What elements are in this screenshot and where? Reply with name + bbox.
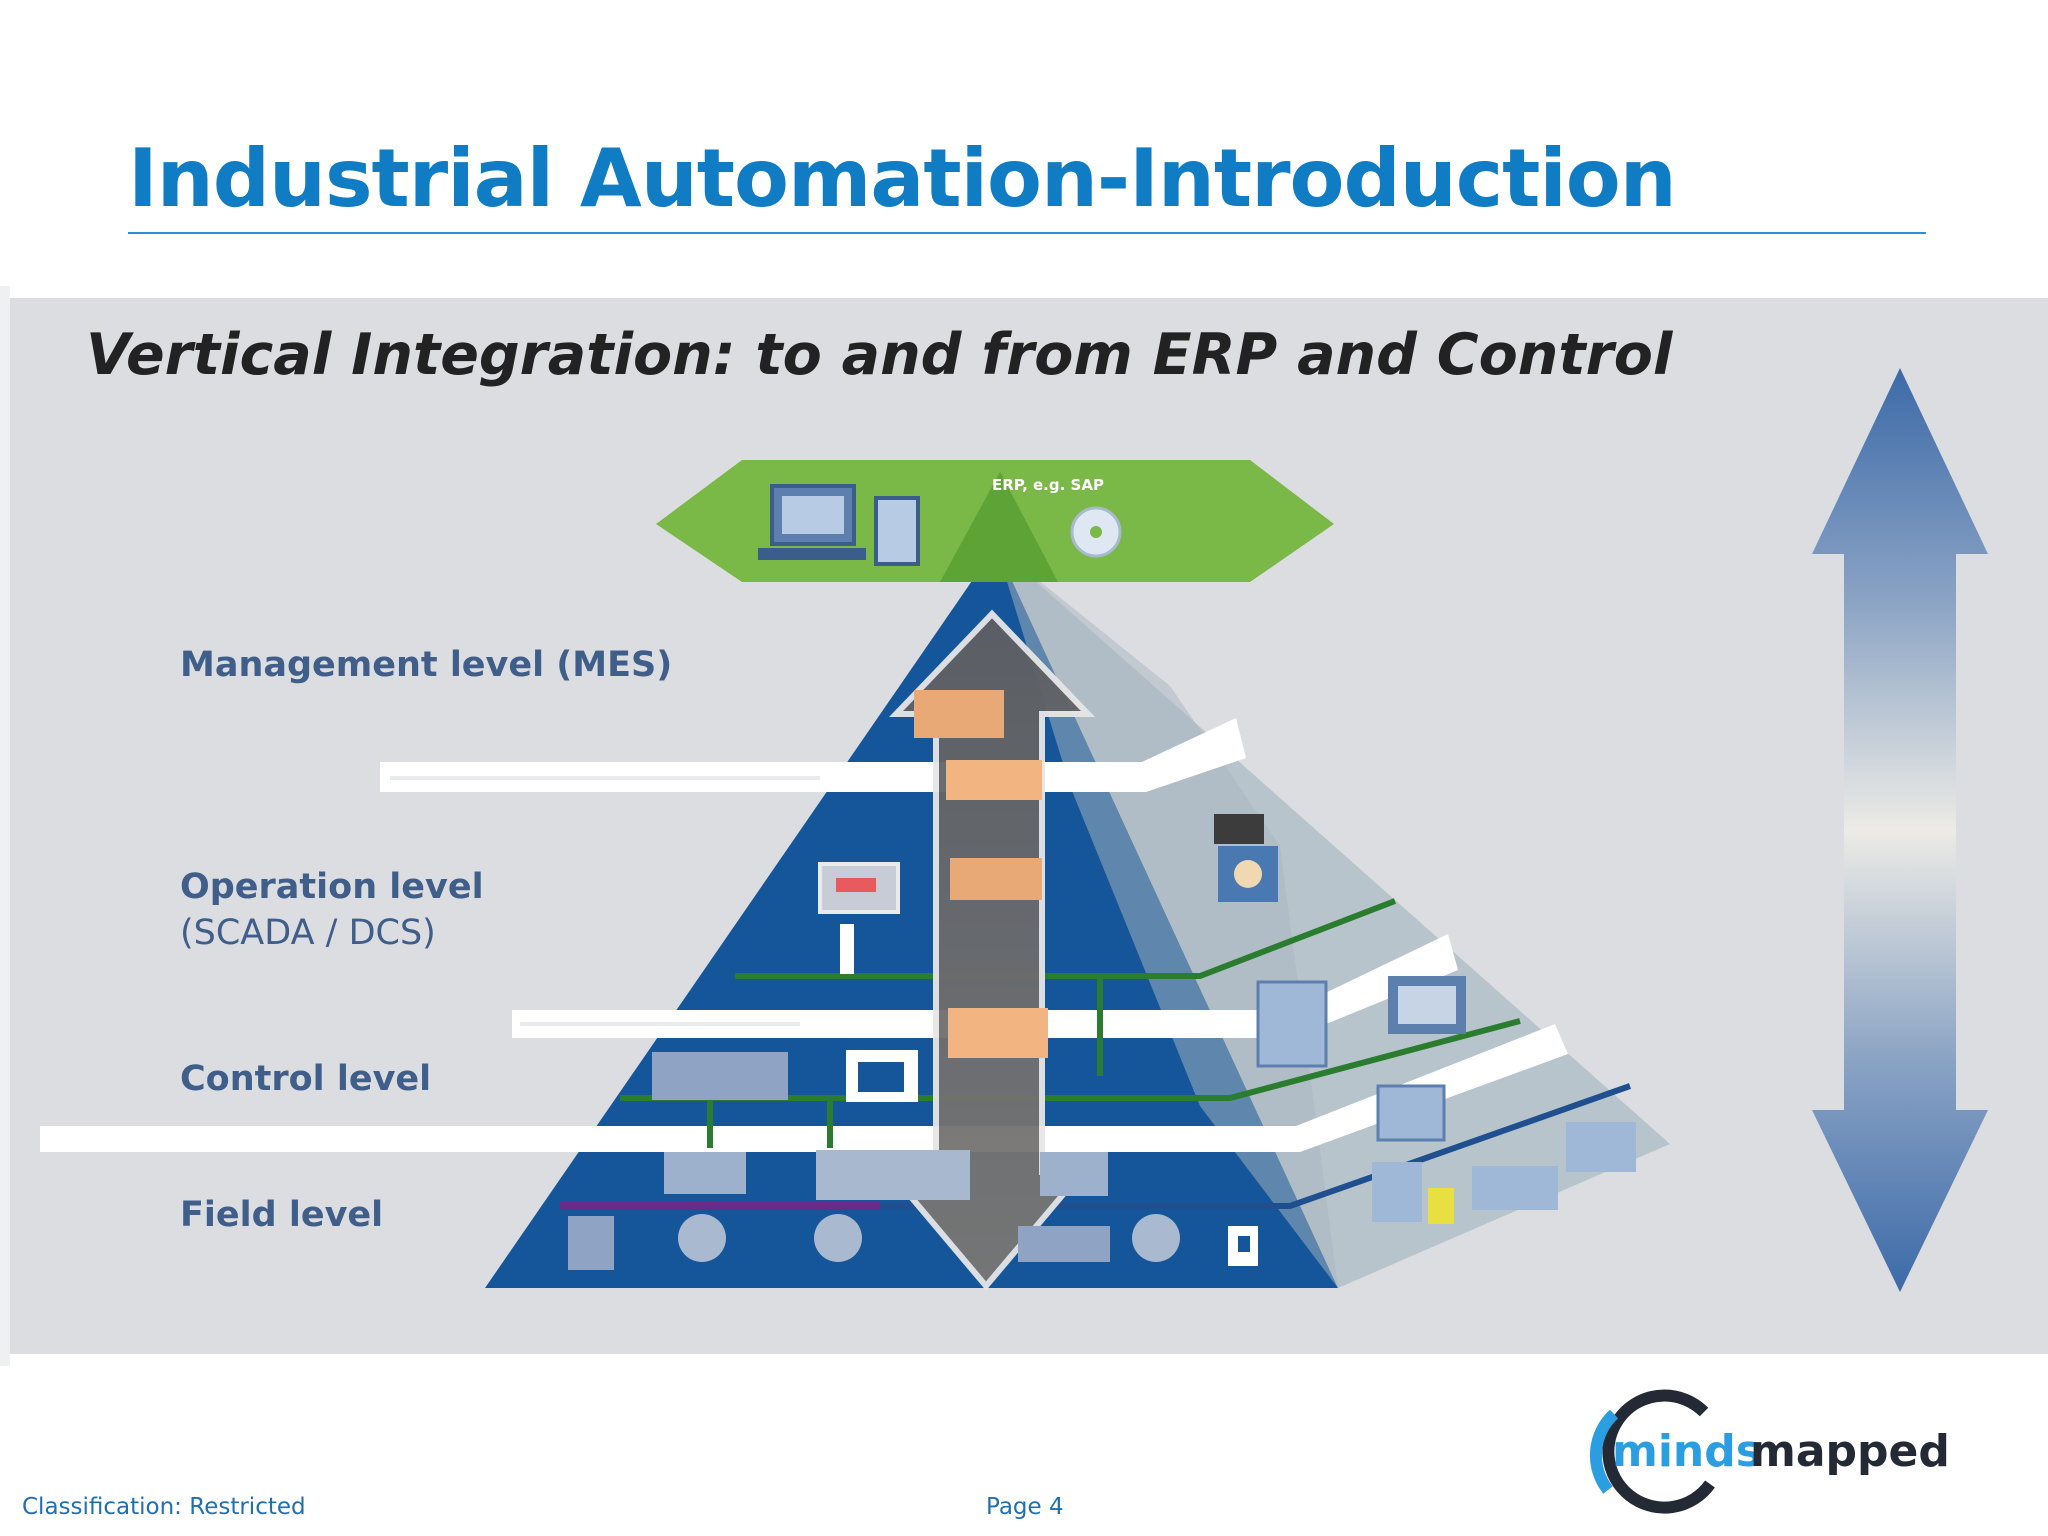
title-divider	[128, 232, 1926, 234]
diagram-heading: Vertical Integration: to and from ERP an…	[86, 322, 1674, 388]
erp-cd-icon	[1070, 506, 1122, 558]
logo-text-minds: minds	[1612, 1426, 1762, 1477]
erp-badge-highlight	[940, 472, 1058, 582]
level-label-field: Field level	[180, 1195, 383, 1235]
slide-title: Industrial Automation-Introduction	[128, 132, 1677, 225]
network-lines	[560, 898, 1631, 1210]
logo-text-mapped: mapped	[1750, 1426, 1950, 1477]
side-equipment-icons	[1214, 814, 1636, 1224]
pyramid-front-face	[485, 546, 1338, 1288]
erp-badge-label: ERP, e.g. SAP	[992, 476, 1104, 494]
level-label-operation-sub: (SCADA / DCS)	[180, 913, 436, 953]
level-label-control: Control level	[180, 1059, 431, 1099]
classification-label: Classification: Restricted	[22, 1494, 306, 1520]
pyramid-side-shade	[996, 546, 1338, 1288]
vertical-double-arrow	[1812, 368, 1988, 1292]
equipment-icons	[568, 690, 1258, 1270]
panel-left-edge	[0, 286, 10, 1366]
vertical-integration-diagram: Vertical Integration: to and from ERP an…	[0, 286, 2048, 1366]
mindsmapped-logo: minds mapped	[1589, 1389, 1950, 1514]
level-label-operation: Operation level	[180, 867, 484, 907]
level-label-management: Management level (MES)	[180, 645, 672, 685]
page-number: Page 4	[986, 1494, 1064, 1520]
erp-laptop-icon	[758, 484, 920, 566]
